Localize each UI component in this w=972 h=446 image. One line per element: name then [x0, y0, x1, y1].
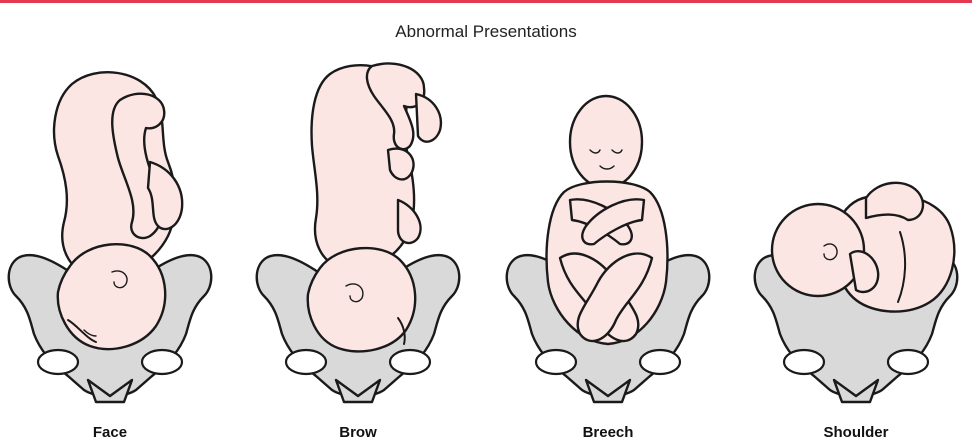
brow-presentation-illustration: [248, 50, 468, 420]
face-presentation-panel: Face: [0, 50, 220, 446]
face-label: Face: [0, 424, 220, 441]
fetus: [547, 96, 668, 344]
shoulder-presentation-panel: Shoulder: [746, 50, 966, 446]
face-presentation-illustration: [0, 50, 220, 420]
brow-presentation-panel: Brow: [248, 50, 468, 446]
page-title: Abnormal Presentations: [0, 22, 972, 42]
shoulder-presentation-illustration: [746, 50, 966, 420]
breech-presentation-illustration: [498, 50, 718, 420]
breech-label: Breech: [498, 424, 718, 441]
shoulder-label: Shoulder: [746, 424, 966, 441]
fetus: [772, 183, 954, 312]
brow-label: Brow: [248, 424, 468, 441]
breech-presentation-panel: Breech: [498, 50, 718, 446]
fetus: [54, 72, 182, 349]
top-divider: [0, 0, 972, 3]
